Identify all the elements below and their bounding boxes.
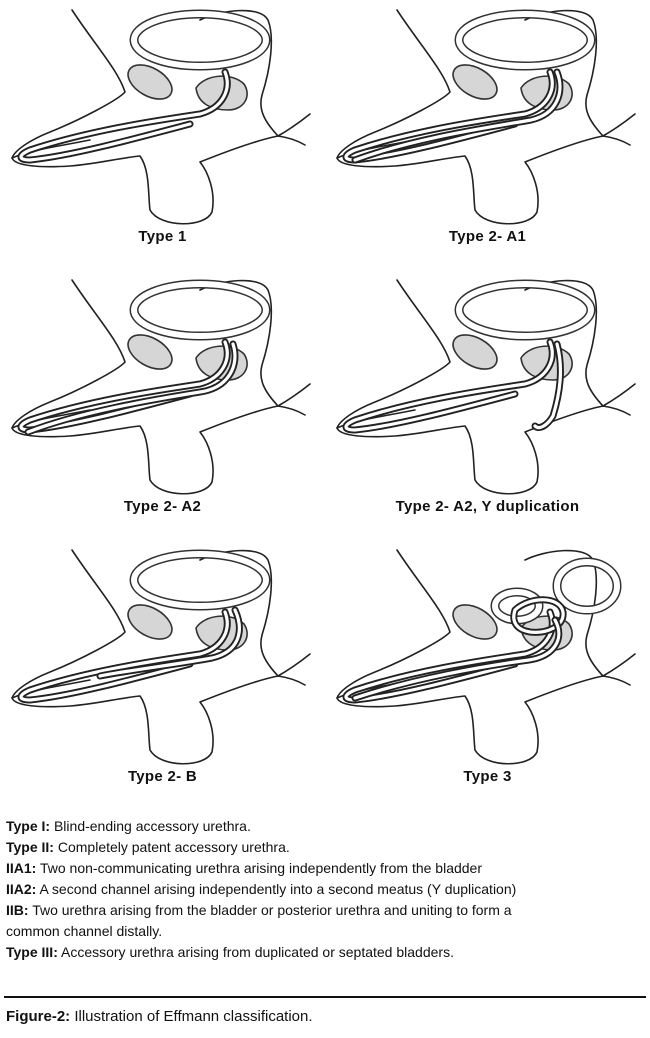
panel-caption: Type 2- A2 — [123, 498, 202, 515]
classification-legend: Type I: Blind-ending accessory urethra. … — [6, 816, 646, 963]
legend-line: common channel distally. — [6, 923, 163, 939]
figure-caption: Figure-2: Illustration of Effmann classi… — [6, 1008, 313, 1025]
anatomy-illustration — [336, 9, 636, 225]
anatomy-illustration — [11, 279, 311, 495]
diagram-panel-type2a2: Type 2- A2 — [0, 270, 325, 535]
diagram-panel-type3: Type 3 — [325, 540, 650, 805]
legend-line: IIA1: Two non-communicating urethra aris… — [6, 860, 483, 876]
diagram-panel-type1: Type 1 — [0, 0, 325, 265]
panel-caption: Type 3 — [463, 768, 512, 785]
anatomy-illustration — [336, 279, 636, 495]
legend-line: Type III: Accessory urethra arising from… — [6, 944, 454, 960]
legend-line: IIA2: A second channel arising independe… — [6, 881, 517, 897]
panel-caption: Type 2- A1 — [448, 228, 527, 245]
anatomy-illustration — [11, 9, 311, 225]
panel-caption: Type 1 — [138, 228, 187, 245]
diagram-panel-type2b: Type 2- B — [0, 540, 325, 805]
diagram-panel-type2a2y: Type 2- A2, Y duplication — [325, 270, 650, 535]
anatomy-illustration — [336, 549, 636, 765]
panel-caption: Type 2- B — [127, 768, 198, 785]
diagram-panel-type2a1: Type 2- A1 — [325, 0, 650, 265]
legend-line: Type I: Blind-ending accessory urethra. — [6, 818, 251, 834]
panel-caption: Type 2- A2, Y duplication — [395, 498, 580, 515]
legend-line: Type II: Completely patent accessory ure… — [6, 839, 290, 855]
anatomy-illustration — [11, 549, 311, 765]
legend-line: IIB: Two urethra arising from the bladde… — [6, 902, 512, 918]
caption-divider — [4, 996, 646, 998]
